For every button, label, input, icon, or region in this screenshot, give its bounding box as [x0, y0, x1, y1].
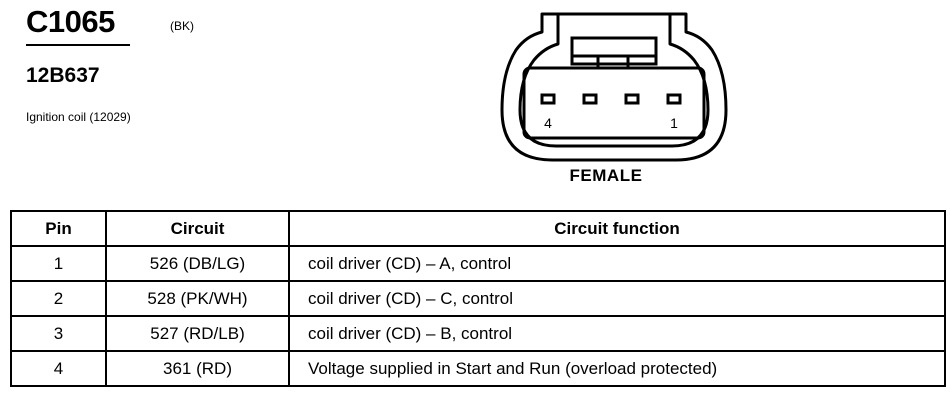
table-row: 3 527 (RD/LB) coil driver (CD) – B, cont… [10, 315, 946, 352]
pin-cell: 1 [10, 245, 107, 282]
part-number: 12B637 [26, 64, 100, 87]
connector-id-underline [26, 44, 130, 46]
pin-cell: 2 [10, 280, 107, 317]
circuit-function-cell: coil driver (CD) – A, control [288, 245, 946, 282]
circuit-function-cell: Voltage supplied in Start and Run (overl… [288, 350, 946, 387]
pin-cell: 4 [10, 350, 107, 387]
connector-color: (BK) [170, 19, 194, 33]
table-row: 2 528 (PK/WH) coil driver (CD) – C, cont… [10, 280, 946, 317]
table-row: 4 361 (RD) Voltage supplied in Start and… [10, 350, 946, 387]
circuit-function-cell: coil driver (CD) – C, control [288, 280, 946, 317]
pin-3-terminal [582, 93, 598, 105]
pin-label-left: 4 [544, 115, 552, 131]
circuit-cell: 527 (RD/LB) [105, 315, 290, 352]
table-row: 1 526 (DB/LG) coil driver (CD) – A, cont… [10, 245, 946, 282]
circuit-cell: 361 (RD) [105, 350, 290, 387]
header-circuit: Circuit [105, 210, 290, 247]
pin-cell: 3 [10, 315, 107, 352]
table-header-row: Pin Circuit Circuit function [10, 210, 946, 247]
header-circuit-function: Circuit function [288, 210, 946, 247]
circuit-function-cell: coil driver (CD) – B, control [288, 315, 946, 352]
connector-id: C1065 [26, 4, 115, 39]
circuit-cell: 528 (PK/WH) [105, 280, 290, 317]
pin-cavity [522, 66, 706, 140]
pinout-table: Pin Circuit Circuit function 1 526 (DB/L… [10, 210, 946, 387]
connector-outer-housing [500, 12, 728, 162]
pin-2-terminal [624, 93, 640, 105]
connector-gender-label: FEMALE [569, 166, 643, 185]
connector-face-diagram: 4 1 [500, 12, 728, 162]
pin-4-terminal [540, 93, 556, 105]
pin-1-terminal [666, 93, 682, 105]
component-description: Ignition coil (12029) [26, 110, 131, 124]
header-pin: Pin [10, 210, 107, 247]
locking-tab [570, 36, 658, 66]
circuit-cell: 526 (DB/LG) [105, 245, 290, 282]
connector-inner-housing [518, 14, 710, 148]
pin-label-right: 1 [670, 115, 678, 131]
